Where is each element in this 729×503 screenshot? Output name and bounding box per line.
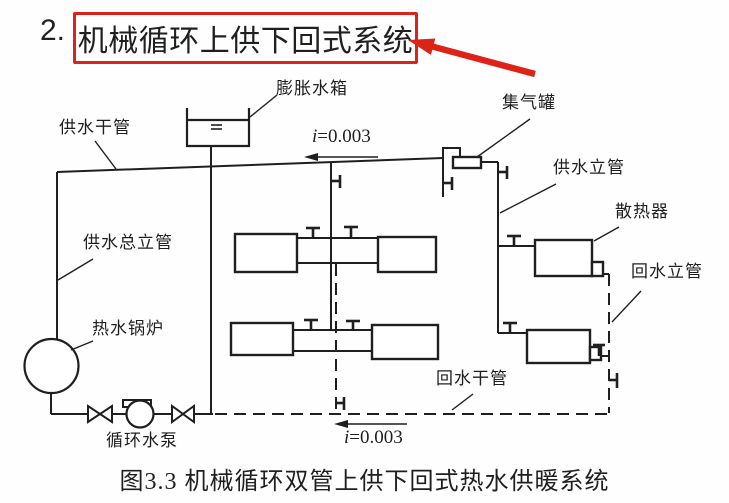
boiler-body [23,337,80,395]
slope-symbol: i [312,126,318,147]
leader-lines [57,94,642,411]
gate-valves [87,404,195,424]
label-circulation-pump: 循环水泵 [106,431,178,450]
slope-annotation-top: i=0.003 [312,126,371,148]
radiator-right-lower-outlet [588,345,603,362]
solid-pipes [50,146,609,415]
label-return-riser: 回水立管 [631,262,703,281]
label-hot-water-boiler: 热水锅炉 [92,319,164,338]
label-expansion-tank: 膨胀水箱 [276,79,348,98]
label-return-main-pipe: 回水干管 [436,369,508,388]
dashed-return-pipes [215,264,610,415]
slope-annotation-bottom: i=0.003 [344,427,403,449]
slope-value: =0.003 [317,126,371,147]
radiator-right-lower [525,328,592,365]
heading-number: 2. [40,14,66,47]
label-supply-main-pipe: 供水干管 [59,118,131,137]
pump-body [122,399,155,429]
fitting-valves [304,166,619,410]
heading-highlight-box: 机械循环上供下回式系统 [73,12,418,64]
red-arrow [408,38,536,78]
label-main-supply-riser: 供水总立管 [83,233,173,252]
label-air-collector: 集气罐 [502,93,556,112]
radiator-upper-left [233,232,299,274]
radiator-lower-right [370,323,440,361]
slope-value: =0.003 [349,427,403,448]
label-supply-riser: 供水立管 [553,158,625,177]
radiator-upper-right [376,235,438,274]
radiator-right-upper [533,238,594,278]
label-radiator: 散热器 [615,202,669,221]
air-collector-body [451,155,483,170]
slope-symbol: i [344,427,350,448]
figure-caption: 图3.3 机械循环双管上供下回式热水供暖系统 [119,469,610,495]
radiator-right-upper-outlet [590,260,605,278]
radiator-lower-left [229,321,295,357]
slope-arrows [304,153,407,428]
expansion-tank [185,108,251,148]
heading-text: 机械循环上供下回式系统 [77,25,414,58]
radiators [229,155,605,365]
